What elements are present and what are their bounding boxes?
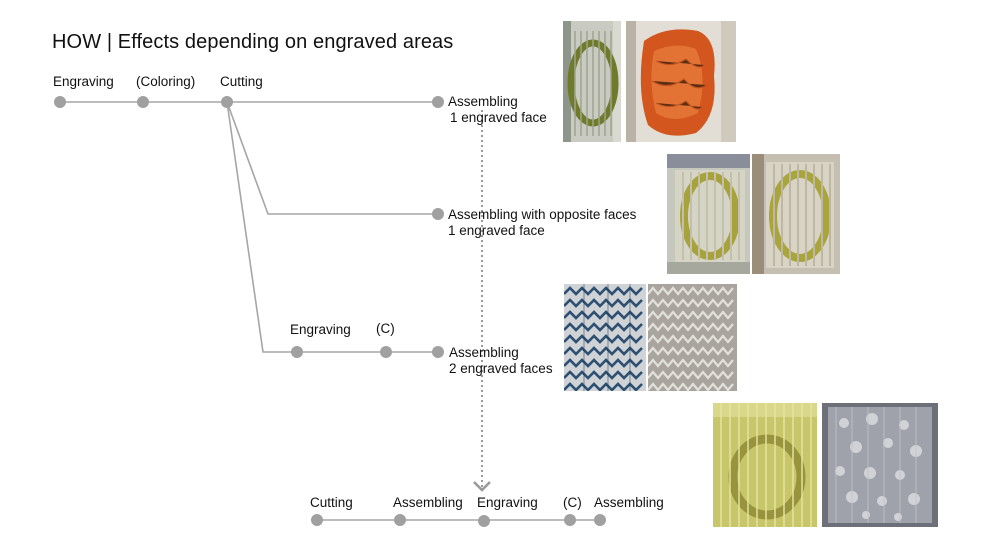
branch-2-label-2: 1 engraved face: [448, 223, 545, 238]
branch-1-label-1: Assembling: [448, 94, 518, 109]
photo-orange-colored-block: [626, 21, 736, 142]
branch-3-label-c: (C): [376, 321, 395, 336]
branch-3-line: [226, 101, 438, 353]
branch-1-label-2: 1 engraved face: [450, 110, 547, 125]
node-engraving: [54, 96, 66, 108]
branch-3-label-1: Assembling: [449, 345, 519, 360]
photo-ring-pattern-acrylic: [563, 21, 621, 142]
node-bottom-engraving: [478, 515, 490, 527]
branch-2-line: [226, 101, 438, 215]
node-bottom-c: [564, 514, 576, 526]
node-branch-3-assembling: [432, 346, 444, 358]
label-cutting: Cutting: [220, 74, 263, 89]
photo-grey-zigzag-block: [648, 284, 737, 391]
node-bottom-assembling-2: [594, 514, 606, 526]
node-cutting: [221, 96, 233, 108]
photo-yellow-ring-block-side: [752, 154, 840, 274]
bottom-label-cutting: Cutting: [310, 495, 353, 510]
bottom-label-assembling-2: Assembling: [594, 495, 664, 510]
label-engraving: Engraving: [53, 74, 114, 89]
branch-3-label-engraving: Engraving: [290, 322, 351, 337]
branch-3-label-2: 2 engraved faces: [449, 361, 553, 376]
node-coloring: [137, 96, 149, 108]
photo-blue-zigzag-block: [564, 284, 646, 391]
photo-silver-star-cube: [822, 403, 938, 527]
node-branch-3-engraving: [291, 346, 303, 358]
node-branch-1-assembling: [432, 96, 444, 108]
bottom-label-c: (C): [563, 495, 582, 510]
bottom-label-engraving: Engraving: [477, 495, 538, 510]
node-branch-2-assembling: [432, 208, 444, 220]
node-branch-3-c: [380, 346, 392, 358]
bottom-label-assembling-1: Assembling: [393, 495, 463, 510]
label-coloring: (Coloring): [136, 74, 196, 89]
photo-yellow-circle-cube: [713, 403, 817, 527]
node-bottom-assembling-1: [394, 514, 406, 526]
photo-yellow-ring-block-front: [667, 154, 750, 274]
branch-2-label-1: Assembling with opposite faces: [448, 207, 637, 222]
node-bottom-cutting: [311, 514, 323, 526]
page-title: HOW | Effects depending on engraved area…: [52, 31, 454, 53]
